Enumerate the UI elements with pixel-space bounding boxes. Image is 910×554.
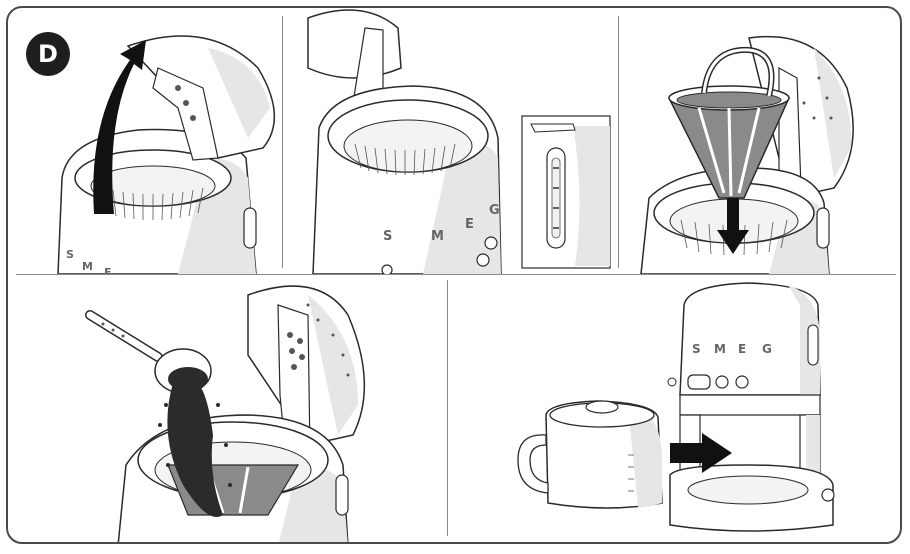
control-button (736, 376, 748, 388)
step-badge: D (26, 32, 70, 76)
panel-level-indicator: S M E G (283, 8, 618, 274)
logo-letter: G (489, 203, 500, 218)
panel-insert-carafe: S M E G (448, 275, 902, 544)
logo-letter: S (692, 342, 701, 356)
panel-insert-filter (619, 8, 902, 274)
panel-add-coffee (8, 275, 447, 544)
control-button (716, 376, 728, 388)
logo-letter: E (465, 217, 474, 232)
control-button (688, 375, 710, 389)
step-label: D (38, 40, 58, 68)
carafe-handle (518, 435, 548, 493)
logo-letter: G (762, 342, 772, 356)
insert-filter-illustration (619, 8, 902, 274)
logo-letter: S (66, 248, 74, 261)
level-indicator-illustration: S M E G (283, 8, 618, 274)
logo-letter: E (104, 266, 112, 274)
insert-carafe-illustration: S M E G (448, 275, 902, 544)
logo-letter: S (383, 229, 392, 244)
instruction-sheet: D (6, 6, 902, 544)
logo-letter: E (738, 342, 746, 356)
logo-letter: M (82, 260, 93, 273)
add-coffee-illustration (8, 275, 447, 544)
logo-letter: M (431, 229, 444, 244)
logo-letter: M (714, 342, 726, 356)
